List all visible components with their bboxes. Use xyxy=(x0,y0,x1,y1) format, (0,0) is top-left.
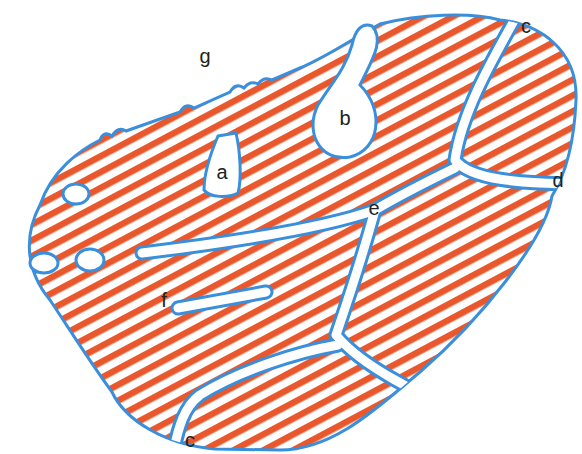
part-letter: c xyxy=(521,16,531,36)
part-letter: a xyxy=(216,162,227,182)
part-letter: b xyxy=(339,108,350,128)
part-letter: d xyxy=(552,170,563,190)
part-letter: e xyxy=(368,198,379,218)
part-letter: g xyxy=(199,46,210,66)
part-letter: f xyxy=(161,290,167,310)
part-letter: c xyxy=(185,430,195,450)
